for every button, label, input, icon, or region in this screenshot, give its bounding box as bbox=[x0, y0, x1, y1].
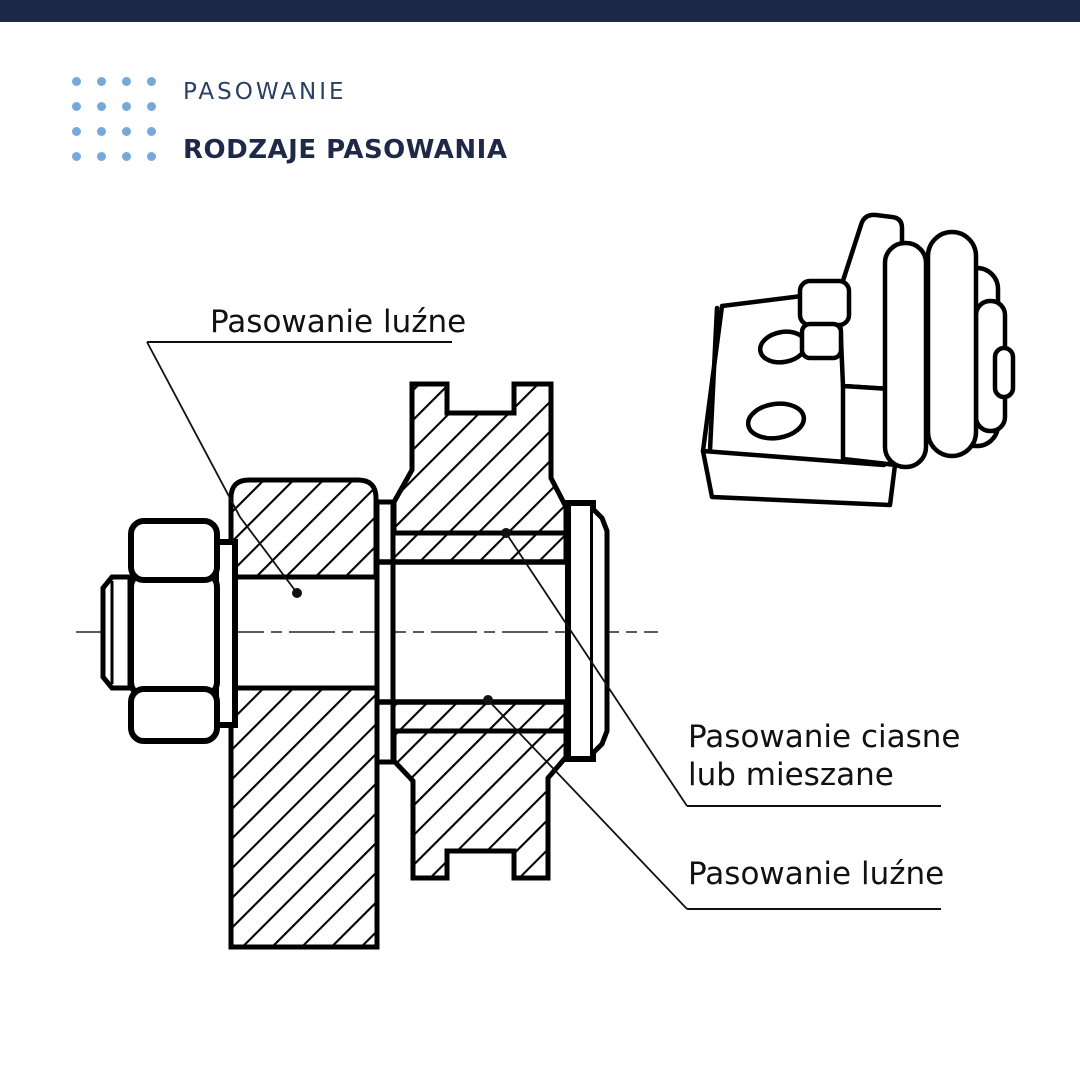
hex-nut-top-facet bbox=[128, 518, 220, 583]
leader-line-loose-bottom bbox=[487, 699, 688, 910]
leader-dot-tight bbox=[501, 528, 511, 538]
dot-icon bbox=[147, 77, 156, 86]
dot-icon bbox=[97, 152, 106, 161]
iso-hub-nub bbox=[992, 345, 1016, 400]
left-block-lower-section bbox=[228, 685, 380, 950]
dot-icon bbox=[147, 102, 156, 111]
label-tight-fit-line2: lub mieszane bbox=[688, 757, 894, 793]
dot-icon bbox=[122, 102, 131, 111]
bolt-tip-section bbox=[100, 574, 133, 691]
cross-section-view: Pasowanie luźne Pasowanie ciasne lub mie… bbox=[76, 304, 960, 950]
iso-boss-upper bbox=[797, 278, 852, 328]
dot-icon bbox=[97, 127, 106, 136]
iso-boss-lower bbox=[799, 321, 844, 361]
hex-nut-bottom-facet bbox=[128, 686, 220, 744]
dot-icon bbox=[72, 127, 81, 136]
dot-icon bbox=[72, 77, 81, 86]
left-block-upper-section bbox=[228, 477, 379, 580]
label-loose-fit-bottom: Pasowanie luźne bbox=[688, 856, 944, 892]
dot-icon bbox=[122, 127, 131, 136]
label-loose-fit-top: Pasowanie luźne bbox=[210, 304, 466, 340]
sleeve-lower-section bbox=[390, 699, 569, 734]
dot-icon bbox=[97, 102, 106, 111]
header-bar bbox=[0, 0, 1080, 22]
pulley-upper-section bbox=[391, 381, 569, 536]
iso-hole-lower bbox=[745, 401, 807, 441]
dot-icon bbox=[147, 152, 156, 161]
dot-icon bbox=[122, 77, 131, 86]
dot-icon bbox=[147, 127, 156, 136]
leader-dot-loose-bottom bbox=[483, 695, 493, 705]
iso-flange-back bbox=[882, 240, 929, 470]
iso-plate-thickness-line bbox=[707, 305, 720, 453]
category-label: PASOWANIE bbox=[183, 79, 347, 105]
label-tight-fit-line1: Pasowanie ciasne bbox=[688, 719, 960, 755]
leader-line-tight bbox=[505, 532, 688, 807]
dot-icon bbox=[72, 102, 81, 111]
dot-icon bbox=[122, 152, 131, 161]
pulley-lower-section bbox=[391, 728, 569, 881]
iso-flange-front bbox=[925, 229, 979, 459]
leader-dot-loose-top bbox=[292, 588, 302, 598]
leader-line-loose-top bbox=[146, 341, 298, 594]
page-title: RODZAJE PASOWANIA bbox=[183, 135, 508, 165]
end-cap-chamfer bbox=[591, 507, 610, 755]
sleeve-upper-section bbox=[390, 530, 569, 565]
dot-icon bbox=[97, 77, 106, 86]
spacer-ring-section bbox=[374, 499, 396, 765]
hex-nut-middle-facet bbox=[128, 570, 220, 699]
isometric-sketch bbox=[700, 212, 1016, 508]
dot-icon bbox=[72, 152, 81, 161]
dots-grid-icon bbox=[72, 77, 160, 161]
